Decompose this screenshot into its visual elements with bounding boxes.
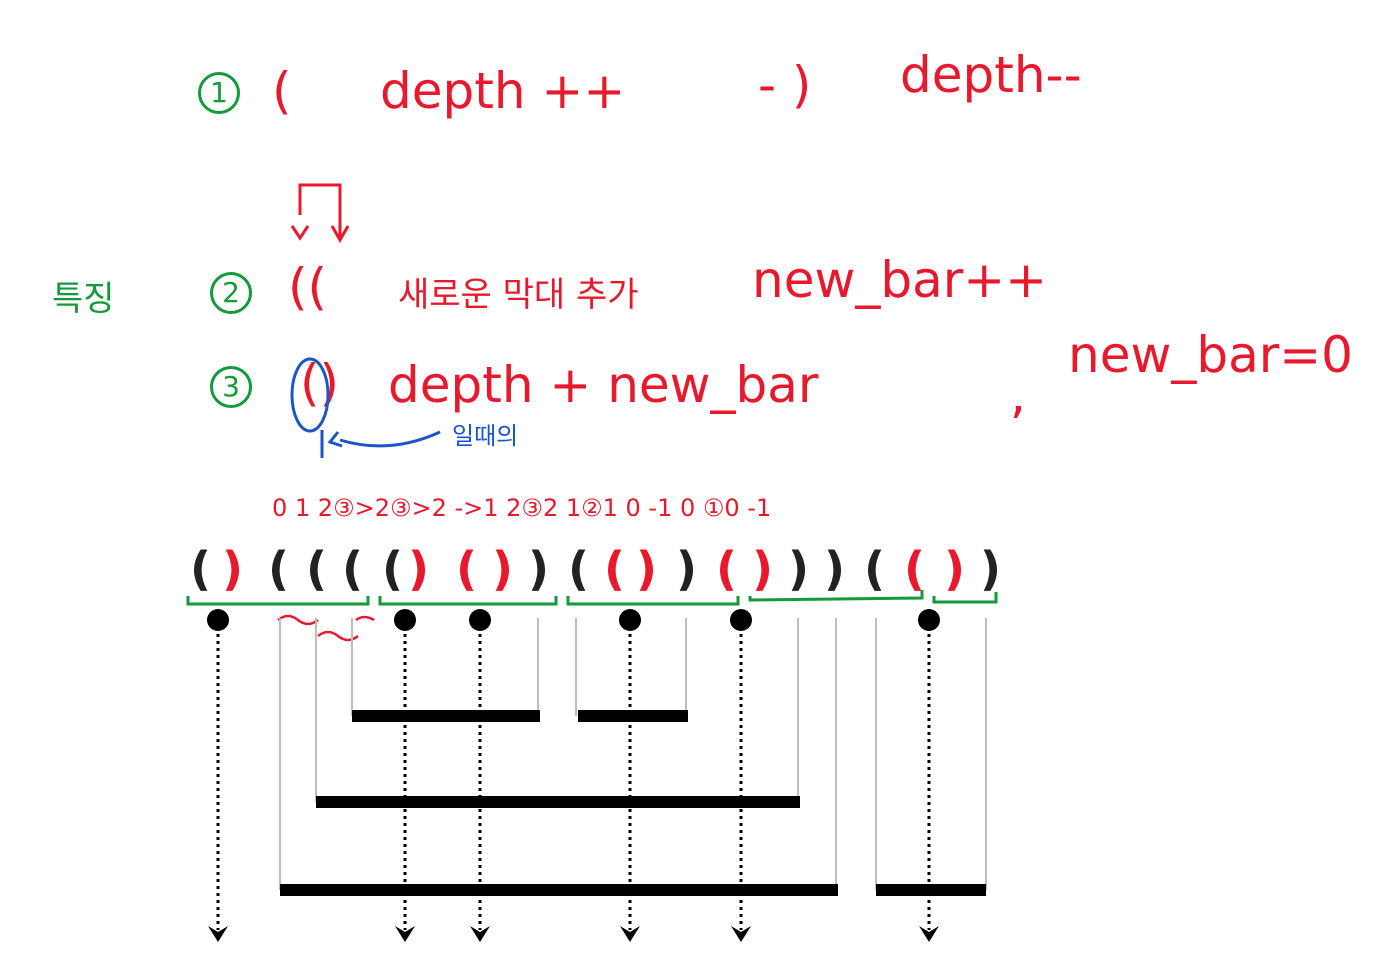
bar-walls xyxy=(279,618,987,890)
svg-text:): ) xyxy=(824,542,845,596)
rule2-text: 새로운 막대 추가 xyxy=(398,275,639,315)
svg-text:): ) xyxy=(528,542,549,596)
rule1-marker: 1 xyxy=(198,72,240,114)
svg-text:): ) xyxy=(676,542,697,596)
squiggle-mark xyxy=(277,614,375,642)
svg-text:): ) xyxy=(944,542,965,596)
parentheses-row: () ( ( ( () () ) ( ( )) () )) ( ( )) xyxy=(190,542,1001,596)
svg-text:(: ( xyxy=(382,542,403,596)
rule3-reset: new_bar=0 xyxy=(1068,326,1353,384)
svg-text:): ) xyxy=(492,542,513,596)
rule3-marker-number: 3 xyxy=(210,366,252,408)
rule2-marker-number: 2 xyxy=(210,272,252,314)
steel-bars xyxy=(280,710,986,896)
laser-arrowheads xyxy=(208,926,939,942)
rule2-marker: 2 xyxy=(210,272,252,314)
svg-text:(: ( xyxy=(716,542,737,596)
svg-text:(: ( xyxy=(568,542,589,596)
svg-text:): ) xyxy=(788,542,809,596)
rule3-marker: 3 xyxy=(210,366,252,408)
swap-arrows-icon xyxy=(290,183,350,244)
svg-text:(: ( xyxy=(342,542,363,596)
rule1-open-symbol: ( xyxy=(272,62,292,120)
depth-sequence: 0 1 2③>2③>2 ->1 2③2 1②1 0 -1 0 ①0 -1 xyxy=(272,494,772,522)
rule3-highlight xyxy=(290,357,441,458)
rule2-symbol: (( xyxy=(288,258,328,316)
svg-text:): ) xyxy=(636,542,657,596)
rule1-close-symbol: - ) xyxy=(758,56,812,114)
svg-text:(: ( xyxy=(864,542,885,596)
rule1-marker-number: 1 xyxy=(198,72,240,114)
rule1-close-action: depth-- xyxy=(900,46,1082,104)
svg-text:(: ( xyxy=(604,542,625,596)
svg-text:): ) xyxy=(980,542,1001,596)
svg-text:(: ( xyxy=(306,542,327,596)
rule2-action: new_bar++ xyxy=(752,251,1048,309)
rule1-open-action: depth ++ xyxy=(380,62,626,120)
svg-text:): ) xyxy=(752,542,773,596)
laser-lines xyxy=(216,620,931,930)
svg-text:): ) xyxy=(222,542,243,596)
svg-text:): ) xyxy=(408,542,429,596)
rule3-note: 일때의 xyxy=(452,422,519,450)
svg-text:(: ( xyxy=(268,542,289,596)
feature-label: 특징 xyxy=(52,279,115,319)
laser-dots xyxy=(207,609,940,631)
svg-text:(: ( xyxy=(190,542,211,596)
rule3-separator: , xyxy=(1010,366,1026,424)
rule3-action: depth + new_bar xyxy=(388,356,819,414)
svg-text:(: ( xyxy=(456,542,477,596)
svg-text:(: ( xyxy=(904,542,925,596)
group-brackets xyxy=(186,590,998,606)
